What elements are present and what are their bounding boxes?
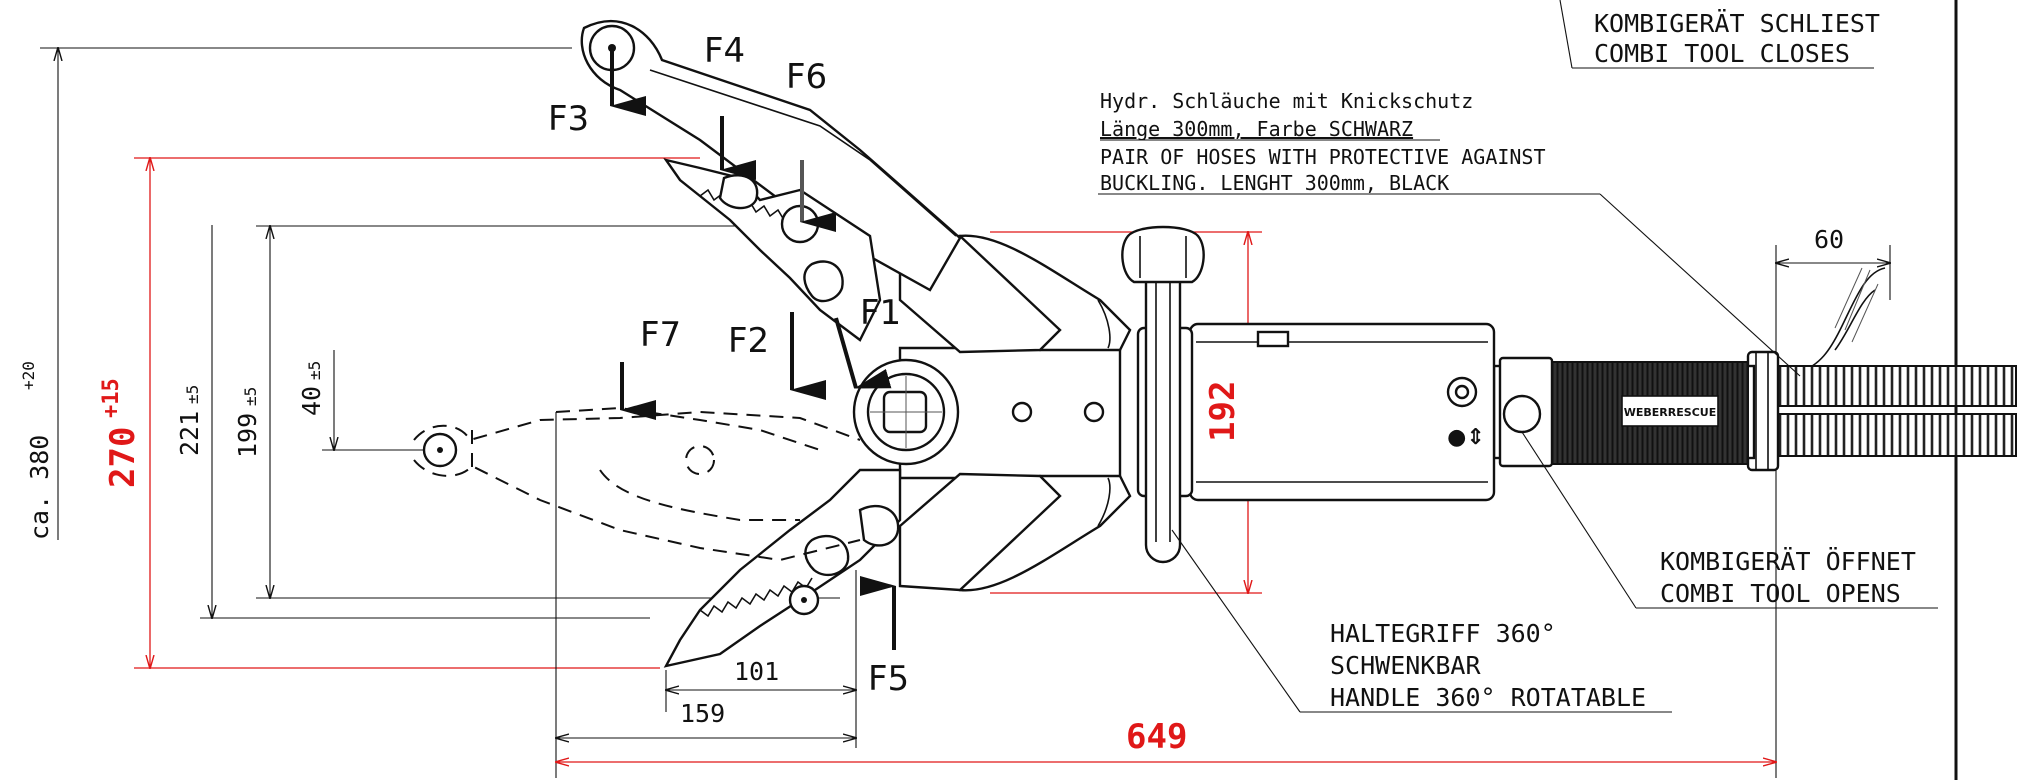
force-label-f4: F4 xyxy=(704,31,745,71)
note-hoses-2: Länge 300mm, Farbe SCHWARZ xyxy=(1100,117,1413,141)
dim-opening-height-tol: +15 xyxy=(99,378,124,418)
force-label-f6: F6 xyxy=(786,57,827,97)
dim-blade-221: 221 xyxy=(175,411,204,456)
dim-blade-199-tol: ±5 xyxy=(241,387,260,406)
dim-tip-40-tol: ±5 xyxy=(305,361,324,380)
force-arrows xyxy=(610,46,896,650)
force-label-f7: F7 xyxy=(640,315,681,355)
dim-blade-221-tol: ±5 xyxy=(183,385,202,404)
screw-icon xyxy=(1083,401,1105,423)
force-label-f5: F5 xyxy=(868,659,909,699)
note-opens-de: KOMBIGERÄT ÖFFNET xyxy=(1660,547,1916,576)
dim-total-height-tol: +20 xyxy=(19,361,38,390)
dimension-lines xyxy=(40,48,1890,778)
note-opens-en: COMBI TOOL OPENS xyxy=(1660,579,1901,608)
upper-jaw-arm xyxy=(580,19,962,292)
note-handle-2: SCHWENKBAR xyxy=(1330,651,1481,680)
note-closes-en: COMBI TOOL CLOSES xyxy=(1594,39,1850,68)
note-hoses-4: BUCKLING. LENGHT 300mm, BLACK xyxy=(1100,171,1449,195)
direction-symbol-icon: ●⇕ xyxy=(1447,425,1485,450)
dim-body-192: 192 xyxy=(1203,381,1243,442)
hydraulic-hoses xyxy=(1746,267,2017,472)
dim-opening-height: 270 xyxy=(103,427,143,488)
note-hoses-1: Hydr. Schläuche mit Knickschutz xyxy=(1100,89,1473,113)
note-handle-3: HANDLE 360° ROTATABLE xyxy=(1330,683,1646,712)
lower-jaw xyxy=(663,468,902,668)
screw-icon xyxy=(1011,401,1033,423)
force-label-f3: F3 xyxy=(548,99,589,139)
brand-label: WEBERRESCUE xyxy=(1624,406,1716,419)
control-knob-icon xyxy=(1502,394,1542,434)
closed-position-outline xyxy=(413,406,861,562)
rotatable-handle xyxy=(1121,225,1205,564)
dim-total-height: ca. 380 xyxy=(25,435,54,540)
note-hoses-3: PAIR OF HOSES WITH PROTECTIVE AGAINST xyxy=(1100,145,1546,169)
force-label-f1: F1 xyxy=(860,293,901,333)
dim-length-649: 649 xyxy=(1126,717,1187,757)
force-label-f2: F2 xyxy=(728,321,769,361)
pivot-joint xyxy=(852,358,960,466)
dim-jaw-101: 101 xyxy=(734,657,779,686)
note-handle-1: HALTEGRIFF 360° xyxy=(1330,619,1556,648)
leader-lines xyxy=(1098,0,1938,713)
dim-tip-40: 40 xyxy=(297,386,326,416)
dim-jaw-159: 159 xyxy=(680,699,725,728)
note-closes-de: KOMBIGERÄT SCHLIEST xyxy=(1594,9,1880,38)
dim-blade-199: 199 xyxy=(233,413,262,458)
dim-hose-60: 60 xyxy=(1814,225,1844,254)
